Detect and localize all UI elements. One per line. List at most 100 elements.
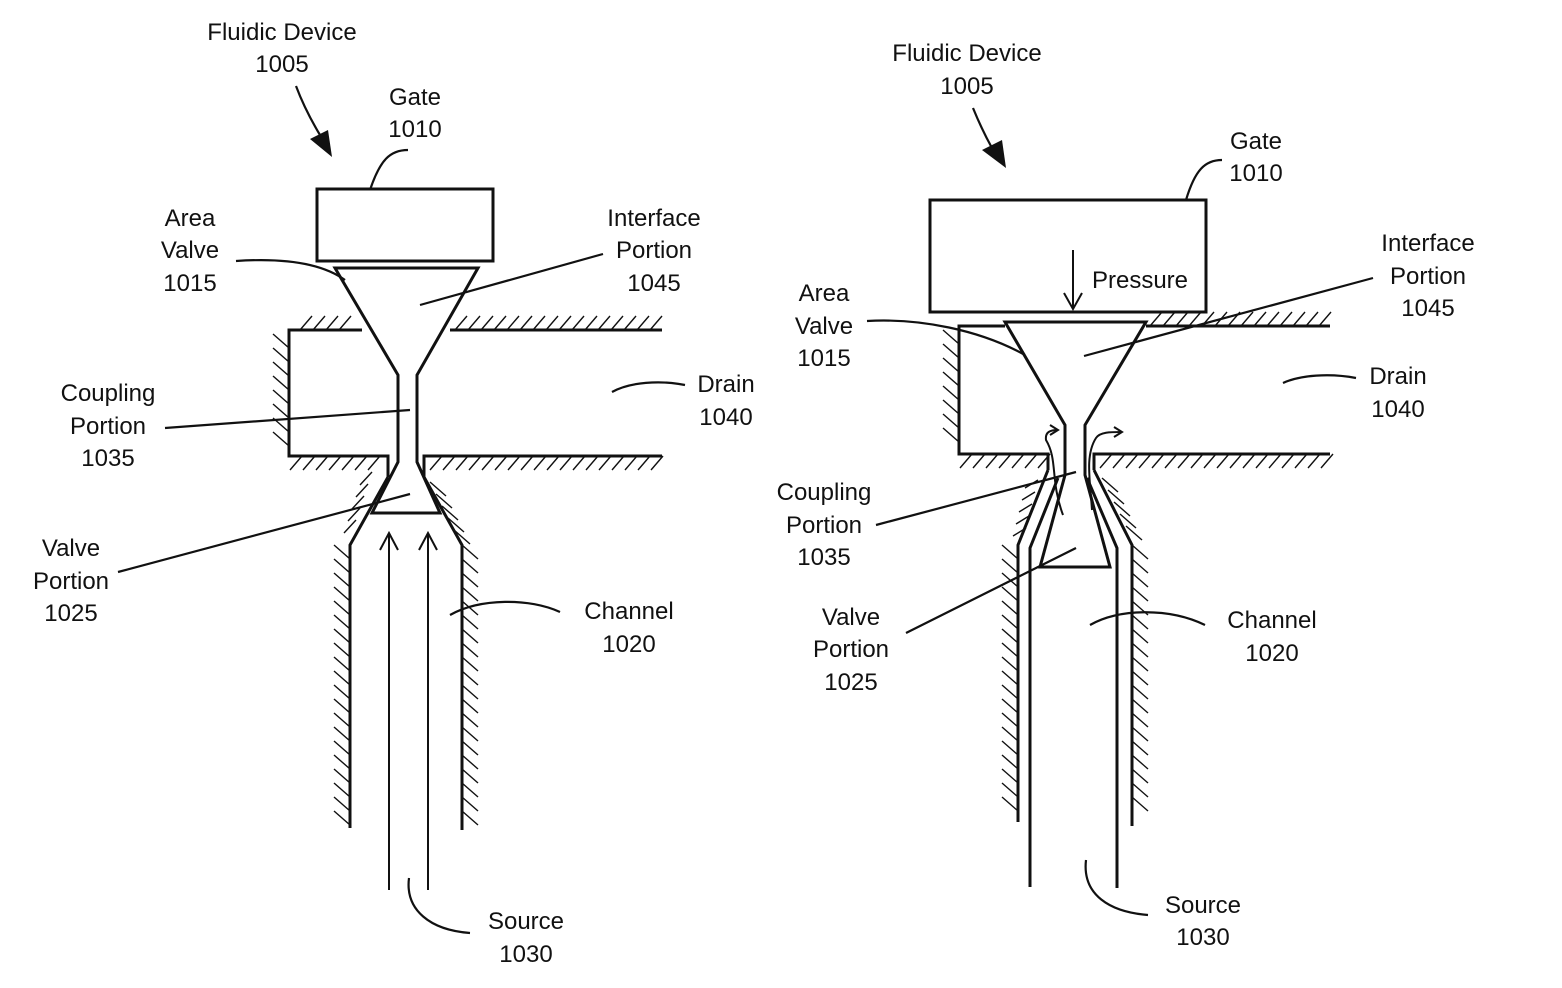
right-coupling-number: 1035 [797, 544, 850, 571]
left-flow-arrow-1-head [379, 530, 399, 551]
right-interface-leader [1083, 276, 1374, 358]
hatch-mark [1001, 670, 1019, 686]
hatch-mark [506, 315, 520, 331]
hatch-mark [597, 315, 611, 331]
left-flow-arrow-2-head [418, 530, 438, 551]
hatch-mark [333, 782, 351, 798]
hatch-mark [333, 810, 351, 826]
hatch-mark [1227, 311, 1241, 327]
right-channel-wall-inner-left [1028, 477, 1060, 887]
right-channel-wall-outer-left [1016, 469, 1050, 822]
left-interface-label-1: Interface [607, 205, 700, 232]
hatch-mark [299, 315, 313, 331]
left-drain-leader [611, 381, 686, 393]
hatch-mark [429, 455, 443, 471]
right-gate-block [928, 198, 1208, 314]
hatch-mark [272, 417, 290, 433]
hatch-mark [942, 371, 960, 387]
right-channel-number: 1020 [1245, 640, 1298, 667]
hatch-mark [1001, 796, 1019, 812]
hatch-mark [461, 754, 479, 770]
hatch-mark [1001, 712, 1019, 728]
hatch-mark [461, 642, 479, 658]
hatch-mark [333, 586, 351, 602]
right-device-arrow [971, 107, 993, 149]
left-channel-number: 1020 [602, 631, 655, 658]
right-area-valve-number: 1015 [797, 345, 850, 372]
wall-hatching [272, 311, 1334, 826]
hatch-mark [1021, 491, 1036, 501]
hatch-mark [461, 628, 479, 644]
hatch-mark [272, 389, 290, 405]
right-area-valve-label-2: Valve [795, 313, 853, 340]
hatch-mark [649, 315, 663, 331]
hatch-mark [468, 455, 482, 471]
hatch-mark [519, 315, 533, 331]
right-interface-label-2: Portion [1390, 263, 1466, 290]
hatch-mark [572, 455, 586, 471]
left-gate-leader [368, 148, 409, 191]
hatch-mark [558, 315, 572, 331]
hatch-mark [1001, 684, 1019, 700]
left-fluidic-device-number: 1005 [255, 51, 308, 78]
hatch-mark [1255, 453, 1269, 469]
left-area-valve-label-2: Valve [161, 237, 219, 264]
hatch-mark [461, 698, 479, 714]
hatch-mark [461, 726, 479, 742]
hatch-mark [333, 572, 351, 588]
hatch-mark [1024, 453, 1038, 469]
hatch-mark [461, 572, 479, 588]
right-coupling-label-2: Portion [786, 512, 862, 539]
hatch-mark [461, 614, 479, 630]
right-source-leader [1084, 859, 1149, 917]
hatch-mark [533, 455, 547, 471]
hatch-mark [1131, 698, 1149, 714]
hatch-mark [333, 768, 351, 784]
hatch-mark [367, 455, 381, 471]
hatch-mark [1175, 311, 1189, 327]
hatch-mark [493, 315, 507, 331]
hatch-mark [1131, 726, 1149, 742]
left-area-valve-leader [235, 259, 346, 281]
left-source-number: 1030 [499, 941, 552, 968]
right-pressure-arrow-head [1063, 292, 1083, 312]
right-gate-leader [1184, 158, 1223, 201]
hatch-mark [1001, 656, 1019, 672]
hatch-mark [1131, 796, 1149, 812]
left-valve-portion-label-2: Portion [33, 568, 109, 595]
hatch-mark [1131, 586, 1149, 602]
hatch-mark [272, 403, 290, 419]
left-coupling-leader [164, 408, 411, 430]
hatch-mark [584, 315, 598, 331]
hatch-mark [347, 507, 361, 522]
hatch-mark [442, 455, 456, 471]
right-valve-portion-label-1: Valve [822, 604, 880, 631]
right-valve-portion-label-2: Portion [813, 636, 889, 663]
hatch-mark [1242, 453, 1256, 469]
hatch-mark [461, 782, 479, 798]
right-valve-portion-leader [905, 547, 1077, 634]
hatch-mark [1131, 712, 1149, 728]
hatch-mark [1131, 642, 1149, 658]
hatch-mark [1131, 754, 1149, 770]
hatch-mark [1164, 453, 1178, 469]
hatch-mark [546, 455, 560, 471]
hatch-mark [1018, 503, 1033, 513]
left-area-valve-number: 1015 [163, 270, 216, 297]
hatch-mark [1177, 453, 1191, 469]
hatch-mark [1015, 515, 1030, 525]
hatch-mark [1131, 740, 1149, 756]
hatch-mark [333, 642, 351, 658]
hatch-mark [942, 399, 960, 415]
hatch-mark [333, 726, 351, 742]
right-leak-arrow-left [1044, 424, 1064, 516]
right-channel-label: Channel [1227, 607, 1316, 634]
hatch-mark [333, 656, 351, 672]
hatch-mark [1151, 453, 1165, 469]
hatch-mark [998, 453, 1012, 469]
hatch-mark [1279, 311, 1293, 327]
hatch-mark [1131, 544, 1149, 560]
hatch-mark [461, 600, 479, 616]
hatch-mark [1107, 489, 1125, 505]
hatch-mark [1318, 311, 1332, 327]
